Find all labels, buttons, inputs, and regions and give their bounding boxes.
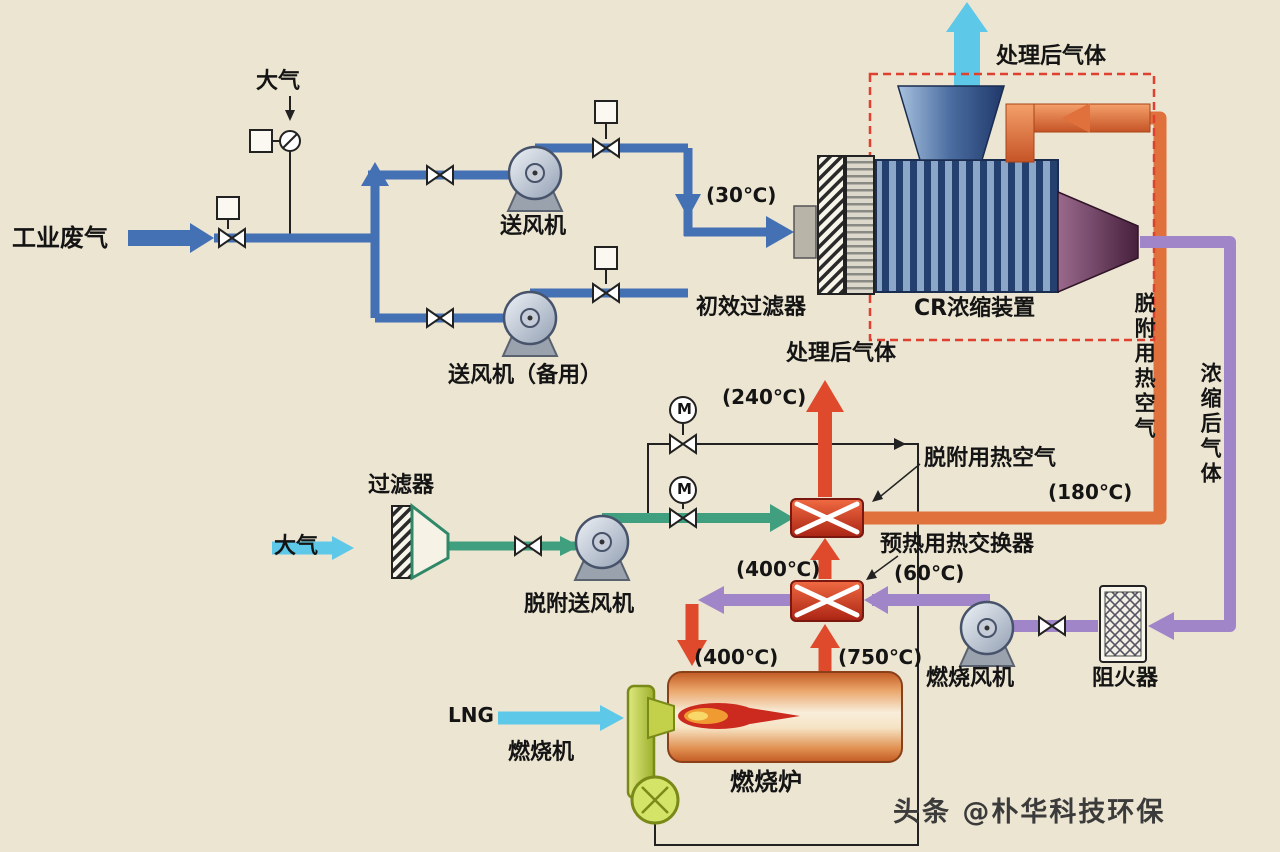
- motor-icon: [669, 396, 697, 424]
- label-filter: 过滤器: [368, 473, 435, 498]
- motor-valve-icon: [669, 434, 697, 454]
- instrument-box-icon: [594, 100, 618, 124]
- bypass-and-burner-loop-line: [285, 96, 919, 846]
- label-treated-gas-mid: 处理后气体: [786, 341, 897, 366]
- label-supply-fan-backup: 送风机（备用）: [448, 363, 603, 388]
- flame-icon: [678, 703, 800, 729]
- motor-valve-icon: [669, 508, 697, 528]
- label-preheat-hx: 预热用热交换器: [880, 532, 1035, 557]
- label-primary-filter: 初效过滤器: [696, 295, 807, 320]
- cr-outlet-hopper: [896, 85, 1006, 161]
- desorption-heat-exchanger: [790, 498, 864, 538]
- flame-arrester-unit: [1099, 585, 1147, 663]
- cr-rotor-body: [875, 159, 1059, 293]
- label-temp-180: (180℃): [1048, 480, 1133, 504]
- desorption-fan-blower: [573, 514, 631, 582]
- label-temp-400-lower: (400℃): [694, 645, 779, 669]
- label-temp-400-upper: (400℃): [736, 557, 821, 581]
- waste-gas-blue-pipes: [128, 143, 794, 323]
- burner-unit: [626, 684, 680, 825]
- backup-supply-fan-blower: [501, 290, 559, 358]
- supply-fan-blower: [506, 145, 564, 213]
- flue-gas-red-arrows: [677, 380, 844, 671]
- label-furnace: 燃烧炉: [730, 768, 802, 796]
- valve-icon: [592, 283, 620, 303]
- label-treated-gas-top: 处理后气体: [996, 44, 1107, 69]
- label-lng: LNG: [448, 703, 494, 727]
- valve-icon: [426, 308, 454, 328]
- clean-air-cyan-arrows: [272, 2, 988, 731]
- intake-filter-unit: [391, 502, 450, 581]
- label-temp-60: (60℃): [894, 561, 965, 585]
- primary-filter-unit: [793, 155, 875, 295]
- valve-icon: [514, 536, 542, 556]
- label-temp-30: (30℃): [706, 183, 777, 207]
- label-desorption-fan: 脱附送风机: [524, 592, 635, 617]
- instrument-box-icon: [216, 196, 240, 220]
- label-supply-fan: 送风机: [500, 214, 567, 239]
- label-cr-unit: CR浓缩装置: [914, 296, 1036, 321]
- label-flame-arrester: 阻火器: [1092, 666, 1159, 691]
- label-industrial-waste-gas: 工业废气: [12, 224, 108, 252]
- label-atmosphere-mid: 大气: [274, 534, 319, 559]
- label-burner: 燃烧机: [508, 740, 575, 765]
- label-desorption-hot-air: 脱附用热空气: [924, 446, 1057, 471]
- valve-icon: [218, 228, 246, 248]
- label-motor-m1: M: [677, 400, 692, 418]
- pointer-lines: [866, 463, 921, 580]
- cr-concentration-unit: [868, 72, 1156, 342]
- watermark: 头条 @朴华科技环保: [893, 797, 1166, 828]
- instruments: [216, 100, 618, 284]
- motor-icon: [669, 476, 697, 504]
- label-temp-240: (240℃): [722, 385, 807, 409]
- instrument-box-icon: [594, 246, 618, 270]
- valve-icon: [426, 165, 454, 185]
- label-combustion-fan: 燃烧风机: [926, 666, 1015, 691]
- label-atmosphere-top: 大气: [256, 69, 301, 94]
- label-desorption-hot-air-vertical: 脱附用热空气: [1132, 292, 1157, 442]
- motor-actuators: [669, 396, 697, 509]
- combustion-fan-blower: [958, 600, 1016, 668]
- valve-icon: [1038, 616, 1066, 636]
- combustion-furnace-unit: [667, 671, 903, 763]
- valve-icon: [592, 138, 620, 158]
- label-temp-750: (750℃): [838, 645, 923, 669]
- preheat-heat-exchanger: [790, 580, 864, 622]
- instrument-box-icon: [249, 129, 273, 153]
- cr-concentrate-cone: [1057, 190, 1139, 294]
- label-concentrated-gas-vertical: 浓缩后气体: [1198, 362, 1223, 487]
- label-motor-m2: M: [677, 480, 692, 498]
